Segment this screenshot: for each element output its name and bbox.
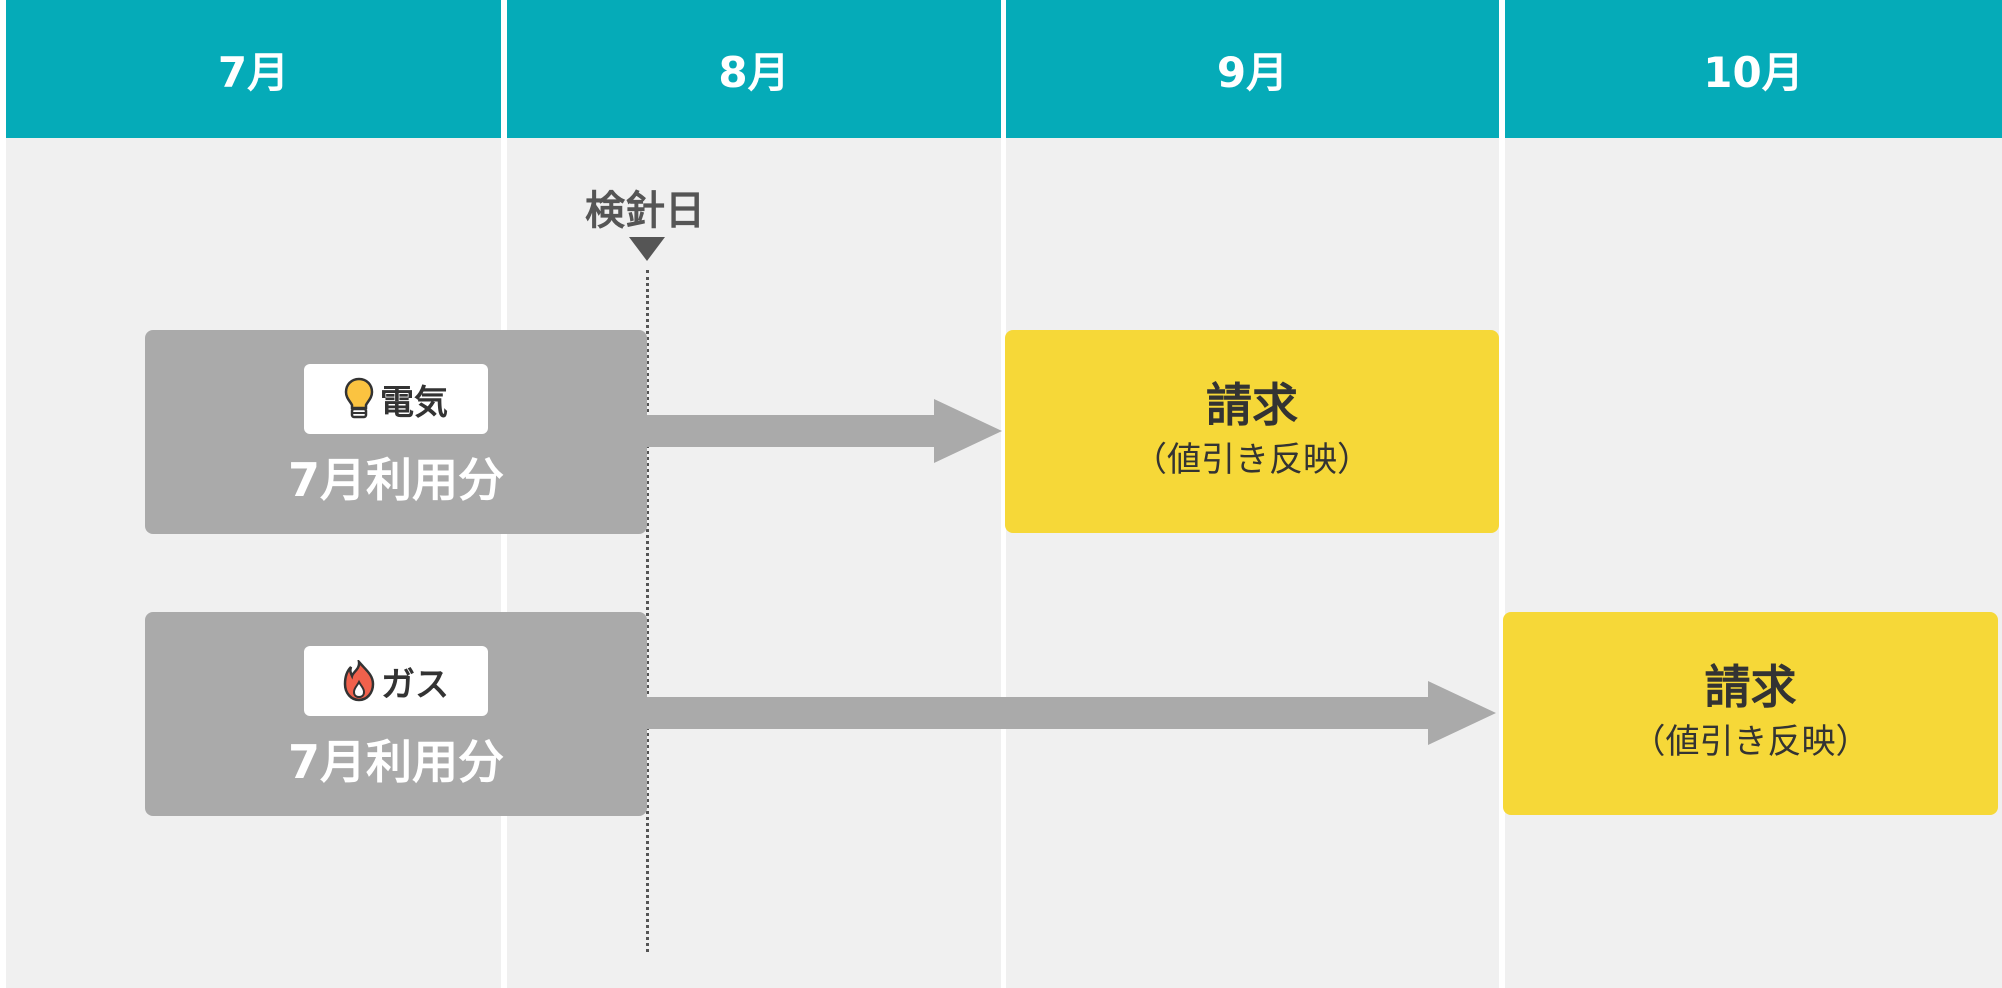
month-header: 10月 — [1505, 0, 2002, 138]
arrow-electricity-shaft — [647, 415, 934, 447]
billing-title: 請求 — [1704, 660, 1797, 715]
month-column-july: 7月 — [6, 0, 501, 988]
meter-reading-label: 検針日 — [585, 188, 705, 234]
lightbulb-icon — [344, 377, 374, 421]
month-column-october: 10月 — [1505, 0, 2002, 988]
utility-tag-label: ガス — [381, 664, 449, 705]
arrow-right-icon — [1428, 681, 1496, 745]
flame-icon — [343, 660, 375, 702]
month-column-body — [6, 138, 501, 988]
month-header: 9月 — [1006, 0, 1499, 138]
billing-box-electricity: 請求 （値引き反映） — [1005, 330, 1499, 533]
usage-box-electricity: 電気 7月利用分 — [145, 330, 647, 534]
billing-note: （値引き反映） — [1631, 722, 1870, 763]
usage-period-label: 7月利用分 — [287, 735, 504, 789]
utility-tag-electricity: 電気 — [304, 364, 488, 434]
meter-reading-line — [646, 270, 649, 952]
month-header: 7月 — [6, 0, 501, 138]
usage-period-label: 7月利用分 — [287, 453, 504, 507]
billing-title: 請求 — [1206, 378, 1298, 433]
meter-reading-marker-icon — [629, 237, 665, 261]
arrow-right-icon — [934, 399, 1002, 463]
month-column-august: 8月 — [507, 0, 1001, 988]
billing-box-gas: 請求 （値引き反映） — [1503, 612, 1998, 815]
utility-tag-label: 電気 — [380, 382, 448, 423]
arrow-gas-shaft — [647, 697, 1428, 729]
month-column-september: 9月 — [1006, 0, 1499, 988]
utility-tag-gas: ガス — [304, 646, 488, 716]
month-column-body — [1505, 138, 2002, 988]
usage-box-gas: ガス 7月利用分 — [145, 612, 647, 816]
month-column-body — [507, 138, 1001, 988]
month-header: 8月 — [507, 0, 1001, 138]
month-column-body — [1006, 138, 1499, 988]
billing-note: （値引き反映） — [1133, 440, 1371, 481]
